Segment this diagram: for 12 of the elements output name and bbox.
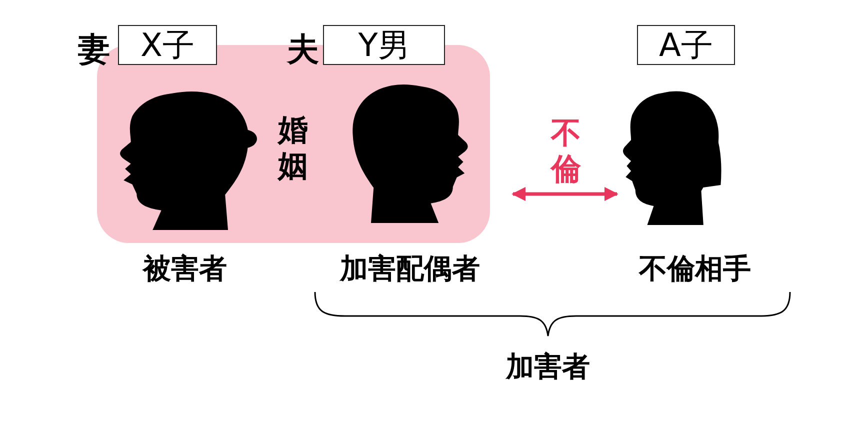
- group-label: 加害者: [504, 349, 591, 385]
- panel-label: 婚姻: [277, 113, 309, 185]
- role-label: 加害配偶者: [338, 251, 481, 287]
- prefix-label: 妻: [78, 29, 111, 70]
- name-box: Y男: [323, 25, 445, 65]
- edge-label: 不倫: [550, 116, 582, 188]
- prefix-label: 夫: [287, 29, 320, 70]
- double-arrow: [512, 187, 618, 201]
- role-label: 被害者: [141, 251, 228, 287]
- name-box: A子: [637, 25, 735, 65]
- name-box: X子: [118, 25, 217, 65]
- role-label: 不倫相手: [638, 251, 752, 287]
